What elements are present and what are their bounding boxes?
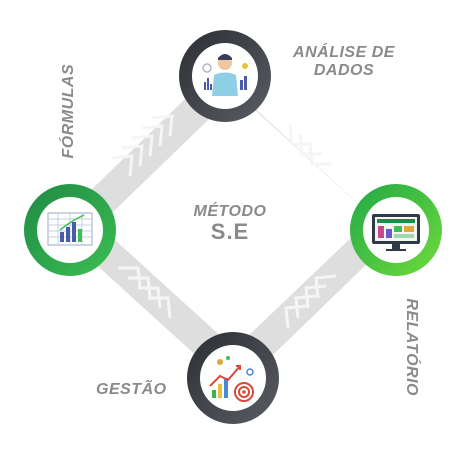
node-analise xyxy=(179,30,271,122)
label-relatorio: RELATÓRIO xyxy=(402,292,420,402)
node-formulas xyxy=(24,184,116,276)
label-gestao: GESTÃO xyxy=(96,381,167,399)
node-gestao xyxy=(187,332,279,424)
center-title: MÉTODO S.E xyxy=(170,203,290,245)
label-analise-line1: ANÁLISE DE xyxy=(293,44,395,61)
spreadsheet-chart-icon xyxy=(47,212,93,246)
monitor-dashboard-icon xyxy=(372,214,420,251)
growth-target-icon xyxy=(209,356,254,402)
chevrons-gestao-to-formulas xyxy=(118,266,172,319)
label-relatorio-text: RELATÓRIO xyxy=(403,298,421,396)
label-formulas: FÓRMULAS xyxy=(60,58,78,164)
center-title-line1: MÉTODO xyxy=(193,203,267,220)
label-analise: ANÁLISE DE DADOS xyxy=(284,44,404,81)
node-relatorio xyxy=(350,184,442,276)
chevrons-analise-to-relatorio xyxy=(288,123,332,166)
center-title-line2: S.E xyxy=(210,219,250,244)
chevrons-formulas-to-analise xyxy=(111,114,174,177)
chevrons-relatorio-to-gestao xyxy=(284,274,337,329)
label-formulas-text: FÓRMULAS xyxy=(59,63,77,159)
label-gestao-text: GESTÃO xyxy=(96,381,167,398)
person-with-charts-icon xyxy=(202,54,248,96)
label-analise-line2: DADOS xyxy=(313,62,375,80)
